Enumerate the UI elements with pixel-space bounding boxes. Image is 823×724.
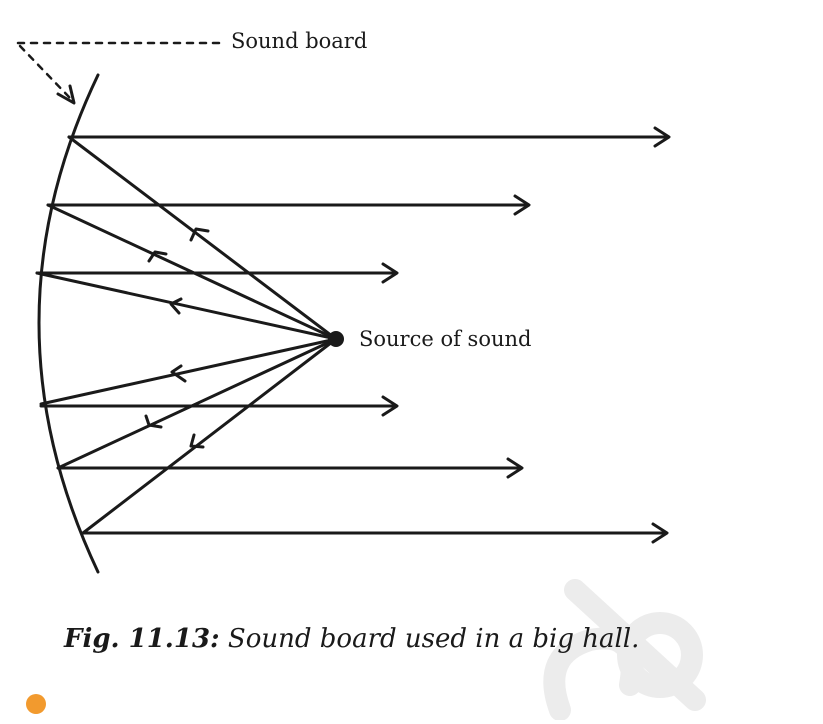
incident-arrowhead-5 bbox=[144, 414, 163, 429]
sound-board-diagram: Sound board Source of sound Fig. 11.13: … bbox=[16, 29, 706, 721]
reflected-arrowhead-6 bbox=[651, 522, 669, 544]
corner-accent-dot bbox=[26, 694, 46, 714]
incident-ray-3 bbox=[35, 271, 338, 341]
figure-number: Fig. 11.13: bbox=[64, 624, 220, 654]
sound-board-label: Sound board bbox=[231, 29, 368, 53]
diagram-canvas bbox=[16, 41, 671, 574]
reflected-arrowhead-5 bbox=[506, 457, 524, 479]
incident-ray-1 bbox=[67, 135, 338, 341]
figure-caption-text: Sound board used in a big hall. bbox=[227, 624, 640, 654]
incident-ray-4 bbox=[39, 337, 338, 406]
board-pointer-dashed-diagonal bbox=[18, 44, 72, 100]
incident-arrowhead-4 bbox=[170, 364, 187, 383]
incident-ray-6 bbox=[81, 337, 338, 535]
incident-arrowhead-2 bbox=[147, 250, 168, 263]
board-pointer-arrowhead bbox=[56, 84, 76, 105]
incident-arrowhead-3 bbox=[169, 297, 183, 315]
sound-source-dot bbox=[328, 331, 344, 347]
reflected-arrowhead-2 bbox=[513, 194, 531, 216]
reflected-arrowhead-4 bbox=[381, 395, 399, 417]
incident-arrowhead-1 bbox=[189, 227, 210, 242]
sound-board-curve bbox=[37, 73, 100, 574]
incident-arrowhead-6 bbox=[189, 433, 205, 449]
reflected-arrowhead-3 bbox=[381, 262, 399, 284]
reflected-arrowhead-1 bbox=[653, 126, 671, 148]
source-of-sound-label: Source of sound bbox=[359, 327, 532, 351]
figure-caption: Fig. 11.13: Sound board used in a big ha… bbox=[64, 624, 639, 654]
incident-ray-5 bbox=[56, 337, 338, 470]
